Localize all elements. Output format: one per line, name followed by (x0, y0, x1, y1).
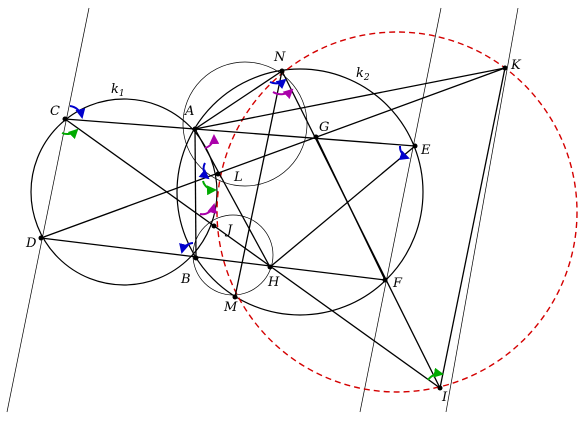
angle-mark-L-green (202, 180, 217, 196)
circle-k2 (176, 68, 424, 316)
point-F-dot (382, 277, 388, 283)
label-I: I (441, 390, 448, 405)
point-L-dot (215, 171, 221, 177)
label-E: E (420, 143, 431, 158)
angle-mark-N-blue (269, 78, 287, 89)
point-B-dot (193, 255, 199, 261)
point-A-dot (192, 126, 198, 132)
segment-AK (194, 67, 506, 130)
point-N-dot (279, 68, 285, 74)
point-J-dot (211, 223, 217, 229)
segment-CE (64, 118, 416, 147)
point-G-dot (313, 134, 319, 140)
point-D-dot (38, 235, 44, 241)
point-M-dot (232, 294, 238, 300)
segment-AH (194, 128, 271, 268)
label-D: D (25, 236, 37, 251)
point-H-dot (267, 264, 273, 270)
angle-mark-A-magenta (204, 134, 220, 149)
segment-DK (40, 67, 506, 239)
label-K: K (510, 58, 522, 73)
angle-mark-C-green (61, 128, 79, 140)
angle-mark-I-green (427, 367, 444, 381)
circle-small-lower (192, 214, 274, 296)
angle-mark-N-magenta (272, 88, 294, 100)
point-I-dot (437, 385, 443, 391)
segment-CI (64, 118, 441, 389)
segment-GF (315, 136, 386, 281)
angle-mark-L-blue (198, 162, 210, 180)
segment-IK (439, 67, 506, 389)
point-C-dot (62, 116, 68, 122)
circle-k1 (30, 98, 218, 286)
segment-MN (234, 70, 283, 298)
point-K-dot (502, 65, 508, 71)
label-k1: k1 (111, 82, 125, 99)
angle-mark-J-magenta (199, 203, 218, 216)
parallel-line-1 (6, 7, 90, 413)
label-A: A (184, 104, 194, 119)
parallel-line-2 (359, 7, 442, 413)
angle-mark-E-blue (398, 145, 410, 161)
circle-dashed-red (216, 31, 578, 393)
label-C: C (50, 104, 60, 119)
angle-mark-C-blue (69, 105, 86, 119)
label-L: L (233, 170, 243, 185)
label-k2: k2 (356, 66, 370, 83)
segment-DF (40, 237, 386, 281)
label-J: J (224, 223, 233, 238)
label-H: H (267, 275, 280, 290)
segment-HE (269, 145, 416, 268)
label-B: B (180, 272, 191, 287)
point-E-dot (412, 143, 418, 149)
label-F: F (392, 276, 403, 291)
segment-AB (194, 128, 197, 259)
angle-mark-B-blue (179, 242, 194, 254)
label-M: M (223, 300, 238, 315)
circle-small-upper (182, 61, 308, 187)
label-G: G (319, 120, 329, 135)
label-N: N (273, 50, 286, 65)
segment-AN (194, 70, 283, 130)
parallel-line-3 (445, 7, 519, 413)
